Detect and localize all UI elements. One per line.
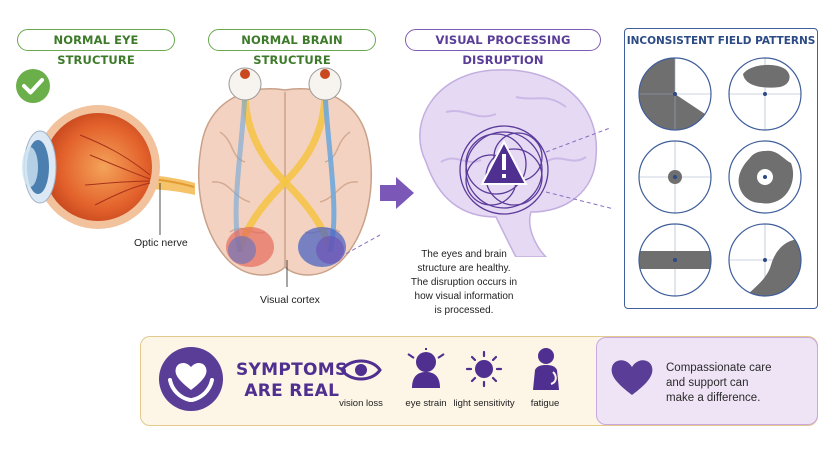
field-pattern-1: [638, 57, 712, 131]
header-normal-eye: NORMAL EYE STRUCTURE: [17, 29, 175, 67]
check-icon: [16, 69, 50, 103]
symptom-label-light-sensitivity: light sensitivity: [453, 398, 515, 409]
eye-strain-icon: [407, 348, 445, 388]
field-pattern-3: [638, 140, 712, 214]
symptom-label-fatigue: fatigue: [530, 398, 560, 409]
sun-icon: [465, 350, 503, 388]
brain-top-view-illustration: [198, 67, 380, 287]
field-pattern-4: [728, 140, 802, 214]
symptoms-title: SYMPTOMS ARE REAL: [236, 360, 348, 401]
field-diagrams: [638, 57, 802, 297]
explanation-note: The eyes and brain structure are healthy…: [410, 249, 518, 316]
field-patterns-panel: INCONSISTENT FIELD PATTERNS: [624, 28, 818, 309]
heart-hands-icon: [159, 347, 223, 411]
heart-icon: [611, 360, 653, 395]
disruption-brain-illustration: [419, 69, 611, 257]
header-normal-brain: NORMAL BRAIN STRUCTURE: [208, 29, 376, 67]
care-message: Compassionate care and support can make …: [666, 362, 772, 404]
fatigue-person-icon: [533, 348, 559, 390]
field-patterns-title: INCONSISTENT FIELD PATTERNS: [626, 35, 816, 47]
optic-nerve-label: Optic nerve: [134, 237, 188, 249]
field-pattern-2: [728, 57, 802, 131]
field-pattern-5: [638, 223, 712, 297]
arrow-right-icon: [380, 177, 414, 209]
symptom-label-eye-strain: eye strain: [405, 398, 447, 409]
field-pattern-6: [728, 223, 802, 297]
eye-icon: [340, 359, 382, 381]
symptom-label-vision-loss: vision loss: [339, 398, 383, 409]
visual-cortex-label: Visual cortex: [260, 294, 320, 306]
header-visual-disruption: VISUAL PROCESSING DISRUPTION: [405, 29, 601, 67]
eye-illustration: [22, 105, 195, 235]
